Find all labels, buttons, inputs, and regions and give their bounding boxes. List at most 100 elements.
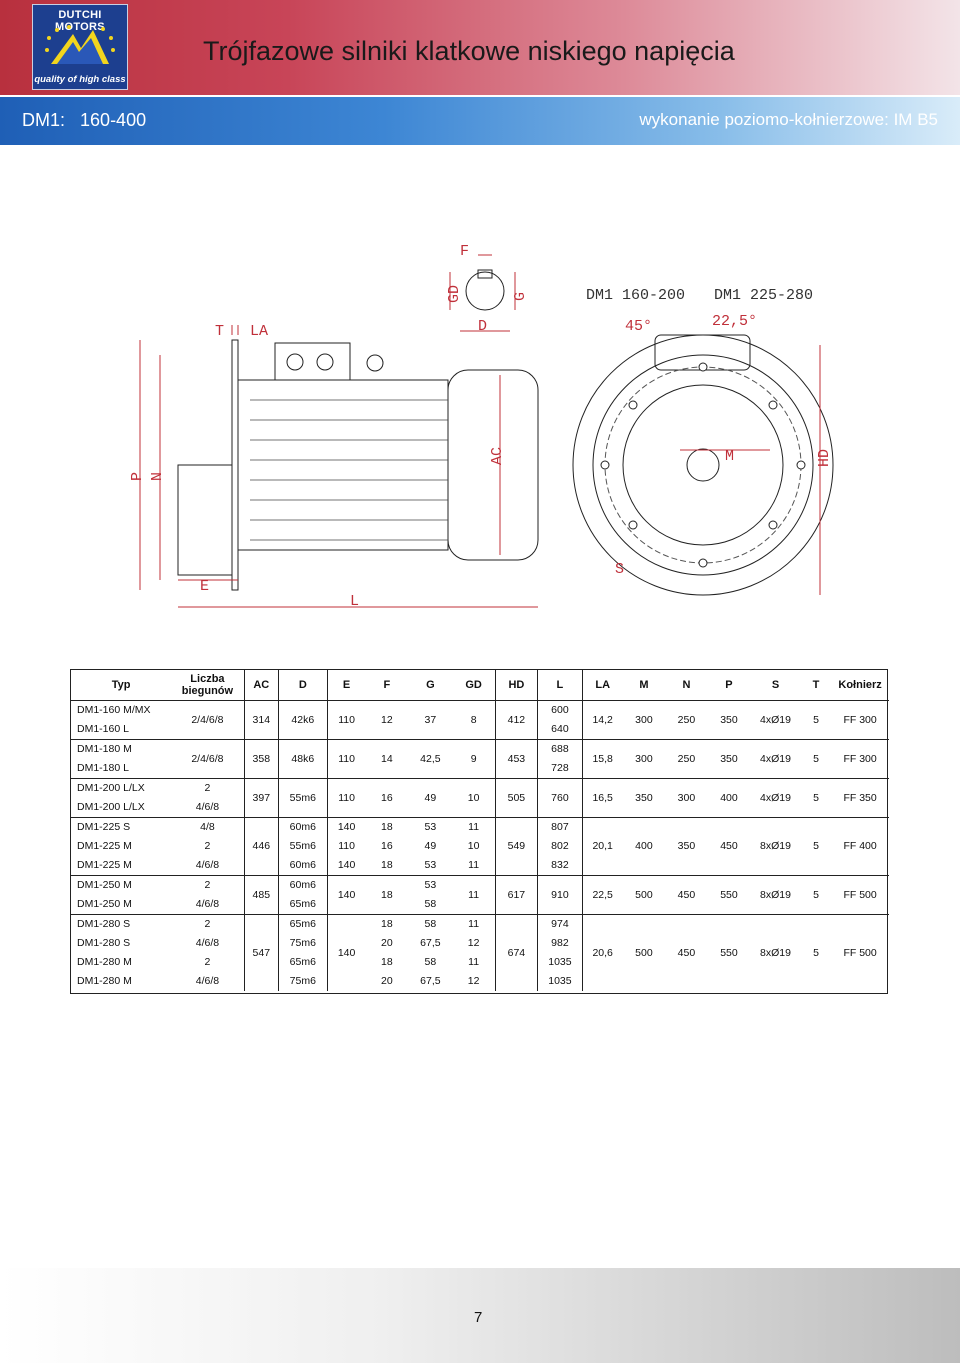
col-header: Kołnierz — [831, 670, 889, 701]
col-header: S — [750, 670, 801, 701]
cell-poles: 2 — [204, 956, 211, 968]
cell-e: 110 — [326, 837, 366, 856]
cell-type: DM1-225 S — [71, 817, 172, 837]
cell-d: 75m6 — [278, 972, 328, 991]
cell-type: DM1-180 L — [77, 762, 129, 774]
cell-m: 350 — [622, 778, 666, 818]
table-row: DM1-200 L/LX 2 397 55m6 110 16 49 10 505… — [71, 778, 889, 818]
cell-d: 65m6 — [278, 914, 328, 934]
col-header: G — [408, 670, 453, 701]
cell-type: DM1-280 S — [77, 937, 131, 949]
cell-d: 75m6 — [278, 934, 328, 953]
cell-t: 5 — [800, 875, 832, 915]
cell-type: DM1-250 M — [71, 875, 172, 895]
cell-poles: 4/6/8 — [195, 859, 220, 871]
cell-f: 18 — [365, 875, 409, 915]
cell-f: 18 — [365, 914, 409, 934]
cell-l: 832 — [537, 856, 583, 876]
dim-label-p: P — [129, 472, 146, 481]
cell-type: DM1-250 M — [77, 898, 132, 910]
cell-flange: FF 300 — [831, 700, 889, 740]
logo-tagline: quality of high class — [34, 74, 126, 85]
cell-l: 802 — [537, 837, 583, 856]
cell-t: 5 — [800, 778, 832, 818]
cell-l: 688 — [537, 739, 583, 759]
cell-hd: 505 — [494, 778, 538, 818]
table-row: DM1-280 S 2 547 65m6 140 18 58 11 674 97… — [71, 914, 889, 991]
cell-type: DM1-200 L/LX — [77, 801, 145, 813]
cell-n: 450 — [665, 914, 708, 991]
dim-label-hd: HD — [816, 449, 833, 467]
cell-g: 58 — [424, 956, 437, 968]
cell-d: 55m6 — [278, 837, 328, 856]
cell-n: 300 — [665, 778, 708, 818]
table-row: DM1-280 M 2 65m6 18 58 11 1035 — [71, 953, 889, 972]
cell-ac: 485 — [243, 875, 279, 915]
cell-poles: 2 — [204, 840, 211, 852]
dim-label-f: F — [460, 243, 469, 260]
cell-g: 67,5 — [420, 975, 441, 987]
cell-f: 18 — [380, 956, 393, 968]
cell-poles: 4/8 — [171, 817, 245, 837]
cell-p: 550 — [707, 914, 751, 991]
col-header: Liczba biegunów — [171, 670, 245, 701]
flange-title-225-280: DM1 225-280 — [714, 287, 813, 304]
cell-n: 350 — [665, 817, 708, 876]
cell-poles: 4/6/8 — [195, 975, 220, 987]
col-header: T — [800, 670, 832, 701]
cell-poles: 2/4/6/8 — [171, 739, 245, 779]
cell-m: 400 — [622, 817, 666, 876]
shaft-end-circle — [465, 271, 505, 311]
dim-label-gd: GD — [446, 285, 463, 303]
cell-n: 250 — [665, 739, 708, 779]
cell-g: 37 — [408, 700, 453, 740]
cell-ac: 314 — [243, 700, 279, 740]
cell-d: 65m6 — [278, 953, 328, 972]
col-header: N — [665, 670, 708, 701]
table-row: DM1-250 M 2 485 60m6 140 18 53 11 617 91… — [71, 875, 889, 915]
cell-s: 8xØ19 — [750, 875, 801, 915]
cell-d: 55m6 — [278, 778, 328, 818]
cell-hd: 674 — [494, 914, 538, 991]
cell-l: 982 — [537, 934, 583, 953]
cell-gd: 10 — [467, 840, 480, 852]
cell-d: 60m6 — [278, 875, 328, 895]
cell-type: DM1-160 M/MX — [71, 700, 172, 720]
col-header: F — [365, 670, 409, 701]
cell-poles: 4/6/8 — [195, 937, 220, 949]
cell-gd: 8 — [452, 700, 496, 740]
logo-name: DUTCHI MOTORS — [55, 9, 105, 33]
cell-la: 20,1 — [581, 817, 623, 876]
cell-g: 53 — [408, 875, 453, 895]
col-header: GD — [452, 670, 496, 701]
cell-gd: 11 — [452, 875, 496, 915]
col-header: Typ — [71, 670, 172, 701]
col-header: E — [326, 670, 366, 701]
cell-gd: 12 — [467, 975, 480, 987]
cell-la: 14,2 — [581, 700, 623, 740]
cell-la: 22,5 — [581, 875, 623, 915]
cell-gd: 12 — [467, 937, 480, 949]
shaft-hole — [686, 448, 720, 482]
cell-g: 58 — [424, 898, 437, 910]
cell-l: 974 — [537, 914, 583, 934]
cell-flange: FF 300 — [831, 739, 889, 779]
cell-f: 20 — [380, 975, 393, 987]
flange-outer — [572, 334, 834, 596]
col-header: M — [622, 670, 666, 701]
cell-type: DM1-280 M — [77, 956, 132, 968]
cell-hd: 453 — [494, 739, 538, 779]
cell-d: 60m6 — [278, 856, 328, 876]
cell-l: 760 — [537, 778, 583, 818]
cell-type: DM1-280 M — [77, 975, 132, 987]
company-logo: DUTCHI MOTORS quality of high class — [32, 4, 128, 90]
cell-t: 5 — [800, 700, 832, 740]
cell-gd: 11 — [468, 956, 480, 968]
dim-label-t: T — [215, 323, 224, 340]
cell-flange: FF 500 — [831, 914, 889, 991]
cell-gd: 11 — [452, 817, 496, 837]
angle-label-45: 45° — [625, 318, 652, 335]
dim-label-e: E — [200, 578, 209, 595]
cell-d: 60m6 — [278, 817, 328, 837]
cell-f: 20 — [380, 937, 393, 949]
